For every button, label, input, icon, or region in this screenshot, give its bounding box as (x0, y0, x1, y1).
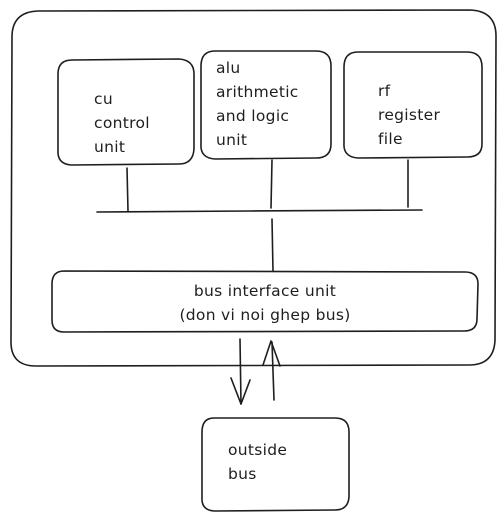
rf-label-2: register (378, 106, 441, 124)
outside-bus-label-1: outside (228, 441, 287, 459)
alu-label-4: unit (216, 131, 247, 149)
up-arrow (271, 341, 275, 401)
cpu-container (10, 9, 497, 367)
bus-interface-label-2: (don vi noi ghep bus) (179, 306, 350, 324)
cu-label-1: cu (94, 90, 113, 108)
outside-bus-label-2: bus (228, 465, 257, 483)
rf-label-3: file (378, 130, 403, 148)
cu-bus-connector (126, 167, 129, 212)
cu-box (57, 58, 195, 166)
up-arrow-head (262, 340, 281, 367)
rf-label-1: rf (378, 82, 391, 100)
alu-box (200, 50, 332, 160)
outside-bus-box (201, 417, 350, 512)
bus-interface-box (51, 270, 479, 333)
alu-label-1: alu (216, 59, 241, 77)
cu-label-3: unit (94, 138, 125, 156)
down-arrow (239, 338, 242, 405)
alu-label-3: and logic (216, 107, 289, 125)
down-arrow-head (230, 377, 251, 405)
alu-bus-connector (270, 159, 273, 209)
rf-box (343, 51, 483, 159)
alu-label-2: arithmetic (216, 83, 299, 101)
cu-label-2: control (94, 114, 150, 132)
internal-bus-line (96, 209, 423, 213)
bus-interface-label-1: bus interface unit (194, 282, 336, 300)
bus-to-interface-connector (271, 218, 274, 272)
